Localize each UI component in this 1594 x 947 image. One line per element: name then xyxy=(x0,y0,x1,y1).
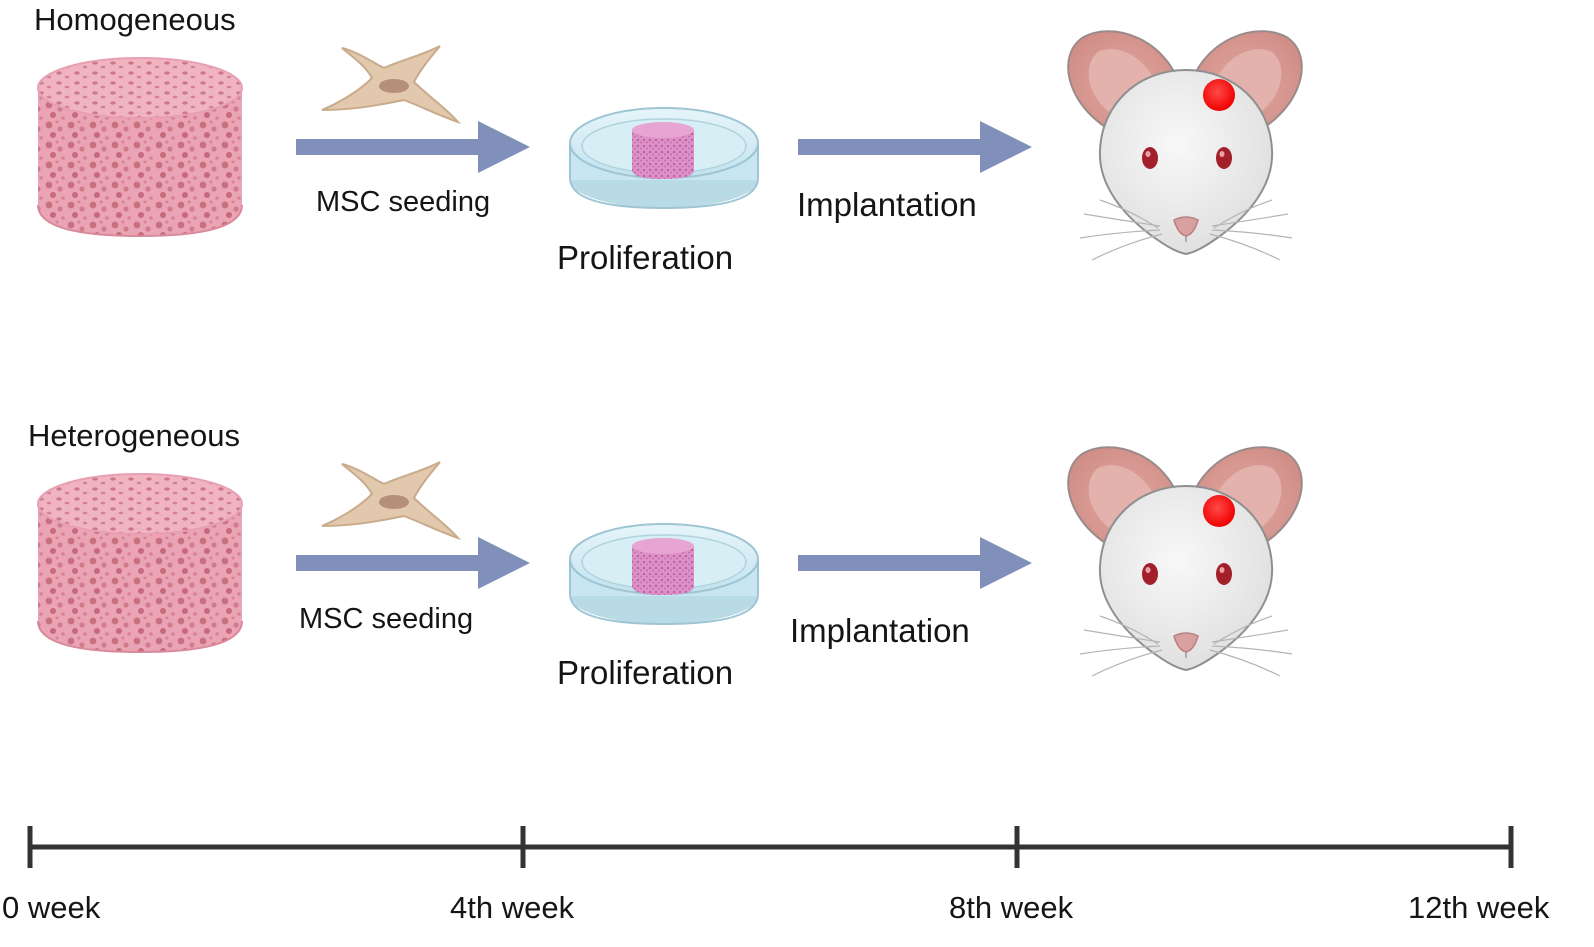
msc-seeding-label: MSC seeding xyxy=(299,603,474,635)
row-title-heterogeneous: Heterogeneous xyxy=(28,418,240,453)
timeline-label-12: 12th week xyxy=(1408,890,1550,925)
proliferation-label: Proliferation xyxy=(557,654,734,691)
mouse-head-icon xyxy=(1067,446,1303,677)
implantation-label: Implantation xyxy=(790,612,970,649)
timeline-label-4: 4th week xyxy=(450,890,575,925)
seeding-arrow xyxy=(296,121,530,173)
petri-dish-icon xyxy=(569,107,759,209)
mouse-head-icon xyxy=(1067,30,1303,261)
timeline-label-8: 8th week xyxy=(949,890,1074,925)
petri-dish-icon xyxy=(569,523,759,625)
scaffold-icon xyxy=(37,57,243,237)
seeding-arrow xyxy=(296,537,530,589)
msc-cell-icon xyxy=(321,45,459,123)
row-heterogeneous xyxy=(37,446,1303,677)
implantation-label: Implantation xyxy=(797,186,977,223)
implantation-arrow xyxy=(798,121,1032,173)
implantation-arrow xyxy=(798,537,1032,589)
row-title-homogeneous: Homogeneous xyxy=(34,2,236,37)
msc-cell-icon xyxy=(321,461,459,539)
scaffold-icon xyxy=(37,473,243,653)
timeline-label-0: 0 week xyxy=(2,890,101,925)
proliferation-label: Proliferation xyxy=(557,239,734,276)
timeline xyxy=(27,826,1514,868)
row-homogeneous xyxy=(37,30,1303,261)
msc-seeding-label: MSC seeding xyxy=(316,186,491,218)
